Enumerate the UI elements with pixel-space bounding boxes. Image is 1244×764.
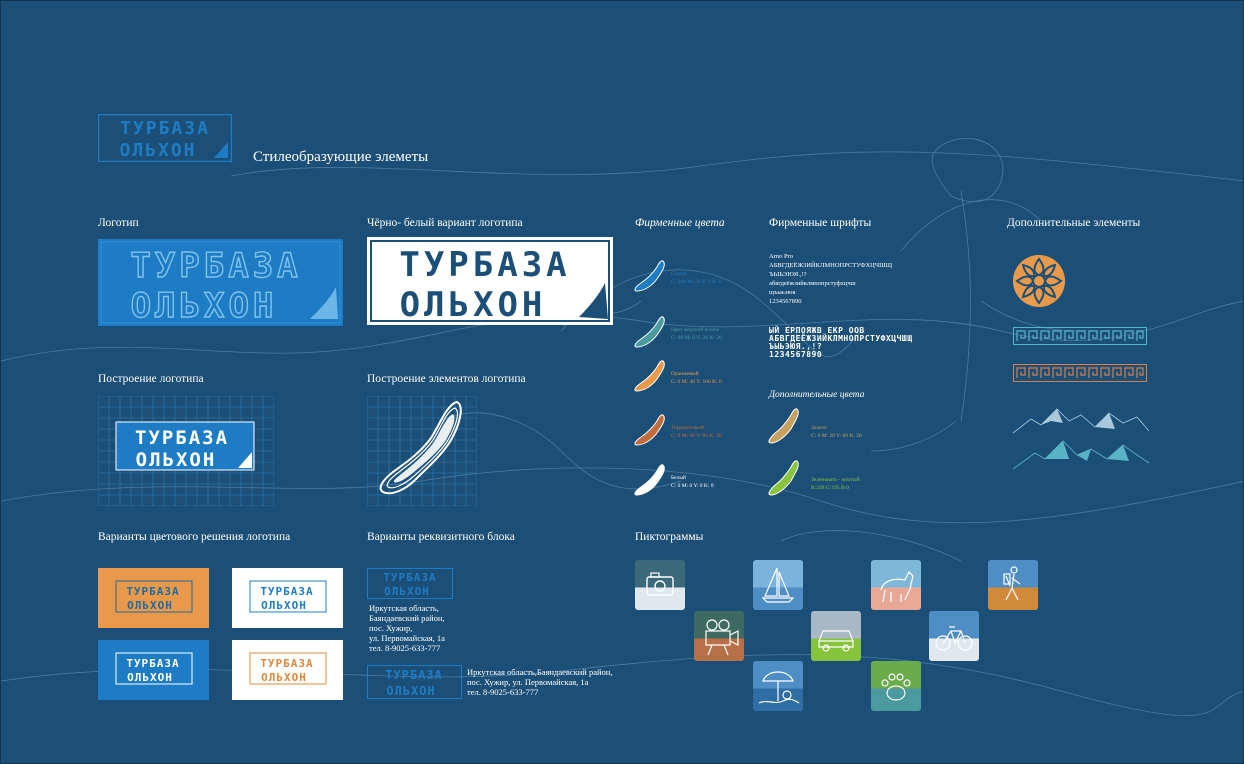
ornament-border-terracotta-icon <box>1013 364 1147 382</box>
svg-text:ТУРБАЗА: ТУРБАЗА <box>383 571 436 584</box>
section-pictograms-title: Пиктограммы <box>635 531 704 543</box>
svg-text:ОЛЬХОН: ОЛЬХОН <box>261 671 307 684</box>
header-logo-line2: ОЛЬХОН <box>119 140 196 161</box>
bw-logo-line2: ОЛЬХОН <box>400 285 547 325</box>
extra-color-name: Золото <box>811 425 827 431</box>
film-camera-icon <box>694 611 744 661</box>
svg-text:ТУРБАЗА: ТУРБАЗА <box>126 657 179 670</box>
header-logo: ТУРБАЗА ОЛЬХОН <box>98 114 232 162</box>
brand-color-swatch: Цвет морской волны C: 60 M: 0 Y: 20 K: 20 <box>633 315 722 353</box>
svg-text:ТУРБАЗА: ТУРБАЗА <box>260 657 313 670</box>
logo-variant-white-orange: ТУРБАЗА ОЛЬХОН <box>232 640 343 700</box>
main-logo-line1: ТУРБАЗА <box>130 246 301 286</box>
island-swatch-icon <box>634 414 665 446</box>
brand-color-cmyk: C: 60 M: 0 Y: 20 K: 20 <box>671 335 722 341</box>
main-logo: ТУРБАЗА ОЛЬХОН <box>98 239 343 326</box>
svg-text:ОЛЬХОН: ОЛЬХОН <box>127 599 173 612</box>
ornament-border-teal-icon <box>1013 327 1147 345</box>
logo-construction-grid: ТУРБАЗА ОЛЬХОН <box>98 396 274 506</box>
hiker-icon <box>988 560 1038 610</box>
brand-color-swatch: Терракотовый C: 0 M: 60 Y: 80 K: 20 <box>633 413 722 451</box>
section-bw-logo-title: Чёрно- белый вариант логотипа <box>367 217 523 229</box>
brand-color-name: Цвет морской волны <box>671 327 720 333</box>
brand-color-cmyk: C: 0 M: 40 Y: 100 K: 0 <box>671 379 722 385</box>
horse-icon <box>871 560 921 610</box>
logo-variant-blue: ТУРБАЗА ОЛЬХОН <box>98 640 209 700</box>
section-extra-colors-title: Дополнительные цвета <box>769 390 865 400</box>
requisite-logo-vertical: ТУРБАЗА ОЛЬХОН <box>367 568 453 599</box>
svg-text:ОЛЬХОН: ОЛЬХОН <box>386 684 435 698</box>
brand-color-name: Оранжевый <box>671 371 699 377</box>
extra-color-cmyk: R:248 G:195 B:0 <box>811 485 849 491</box>
beach-icon <box>753 661 803 711</box>
logo-variant-orange: ТУРБАЗА ОЛЬХОН <box>98 568 209 628</box>
island-swatch-icon <box>768 460 799 496</box>
requisite-logo-horizontal: ТУРБАЗА ОЛЬХОН <box>367 665 462 699</box>
island-swatch-icon <box>634 260 665 292</box>
section-brand-colors-title: Фирменные цвета <box>635 217 725 229</box>
construction-logo-line1: ТУРБАЗА <box>135 427 229 449</box>
svg-text:ТУРБАЗА: ТУРБАЗА <box>385 668 443 682</box>
bw-logo-line1: ТУРБАЗА <box>399 245 570 285</box>
section-brand-fonts-title: Фирменные шрифты <box>769 217 872 229</box>
font-sample-regular: Arno Pro АБВГДЕЁЖЗИЙКЛМНОПРСТУФХЦЧШЩ ЪЫЬ… <box>769 253 893 305</box>
extra-color-cmyk: C: 0 M: 20 Y: 60 K: 20 <box>811 433 862 439</box>
construction-logo-line2: ОЛЬХОН <box>136 449 217 471</box>
requisite-address-horizontal: Иркутская область,Баяндаевский район, по… <box>467 667 613 697</box>
svg-text:ОЛЬХОН: ОЛЬХОН <box>261 599 307 612</box>
header-logo-line1: ТУРБАЗА <box>120 118 210 139</box>
section-color-variants-title: Варианты цветового решения логотипа <box>98 531 291 543</box>
brand-color-swatch: Синий C: 100 M: 20 Y: 0 K: 0 <box>633 259 722 297</box>
bw-logo: ТУРБАЗА ОЛЬХОН <box>367 237 613 325</box>
section-extra-elements-title: Дополнительные элементы <box>1007 217 1141 229</box>
island-swatch-icon <box>768 408 799 444</box>
brand-color-cmyk: C: 100 M: 20 Y: 0 K: 0 <box>671 279 722 285</box>
car-icon <box>811 611 861 661</box>
requisite-address-vertical: Иркутская область, Баяндаевский район, п… <box>369 603 445 653</box>
brand-color-swatch: Белый C: 0 M: 0 Y: 0 K: 0 <box>633 463 714 501</box>
main-logo-line2: ОЛЬХОН <box>131 286 278 326</box>
camera-icon <box>635 560 685 610</box>
brand-color-name: Терракотовый <box>671 425 704 431</box>
svg-text:ОЛЬХОН: ОЛЬХОН <box>384 585 430 598</box>
brand-color-swatch: Оранжевый C: 0 M: 40 Y: 100 K: 0 <box>633 359 722 397</box>
brand-color-cmyk: C: 0 M: 0 Y: 0 K: 0 <box>671 483 714 489</box>
extra-color-swatch: Золото C: 0 M: 20 Y: 60 K: 20 <box>767 407 862 449</box>
bicycle-icon <box>929 611 979 661</box>
island-swatch-icon <box>634 464 665 496</box>
mountains-icon <box>1012 408 1150 470</box>
font-sample-display: ЫЙ ЕРПОЯЖВ ЕКР ООВ АБВГДЕЁЖЗИЙКЛМНОПРСТУ… <box>769 326 913 359</box>
sailboat-icon <box>753 560 803 610</box>
extra-color-name: Зеленовато - жёлтый <box>811 477 860 483</box>
svg-text:ОЛЬХОН: ОЛЬХОН <box>127 671 173 684</box>
brand-color-name: Белый <box>671 475 686 481</box>
island-swatch-icon <box>634 360 665 392</box>
section-logo-construction-title: Построение логотипа <box>98 373 204 385</box>
paw-icon <box>871 661 921 711</box>
section-logo-title: Логотип <box>98 217 139 229</box>
section-logo-elements-title: Построение элементов логотипа <box>367 373 526 385</box>
island-swatch-icon <box>634 316 665 348</box>
svg-text:ТУРБАЗА: ТУРБАЗА <box>126 585 179 598</box>
island-construction-grid <box>367 396 477 506</box>
svg-text:ТУРБАЗА: ТУРБАЗА <box>260 585 313 598</box>
logo-variant-white-blue: ТУРБАЗА ОЛЬХОН <box>232 568 343 628</box>
brand-color-name: Синий <box>671 271 687 277</box>
page-title: Стилеобразующие элеметы <box>253 149 429 165</box>
ornament-rosette-icon <box>1013 255 1065 307</box>
section-requisite-title: Варианты реквизитного блока <box>367 531 515 543</box>
brand-color-cmyk: C: 0 M: 60 Y: 80 K: 20 <box>671 433 722 439</box>
